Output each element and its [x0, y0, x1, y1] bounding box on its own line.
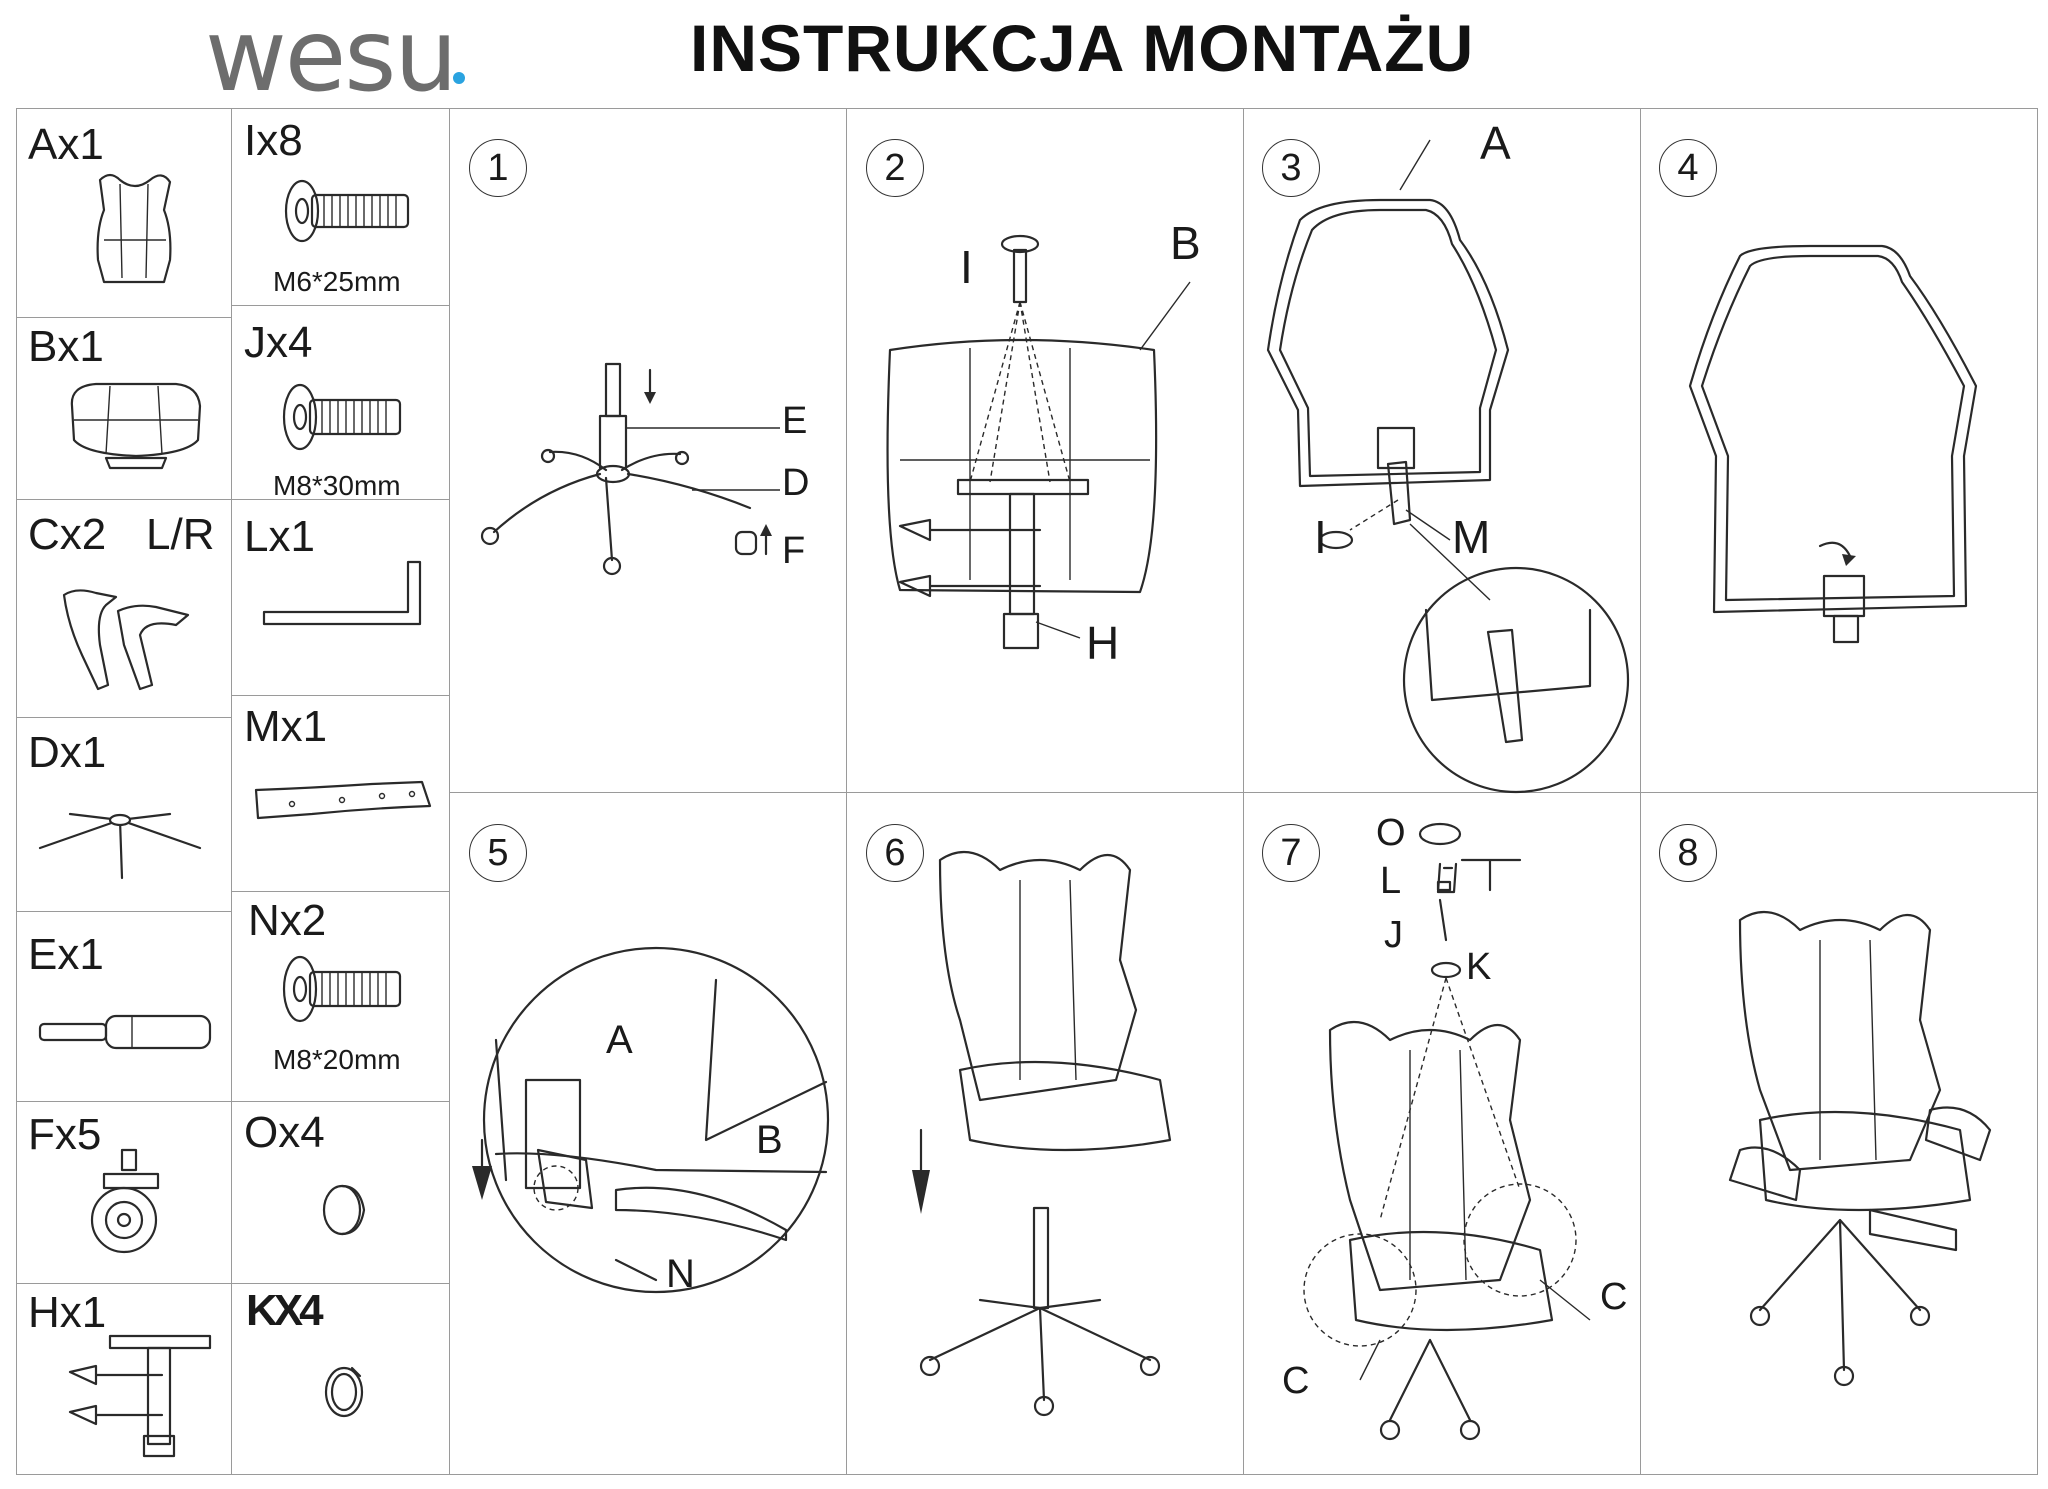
- cap-icon: [322, 1184, 366, 1236]
- part-label-c-side: L/R: [146, 510, 215, 559]
- part-cell-d: [16, 718, 232, 912]
- step-cell-6: [847, 793, 1244, 1475]
- part-label-b: Bx1: [28, 322, 104, 371]
- step-8-finished-chair-illustration: [1728, 910, 1992, 1387]
- step-number-4: 4: [1659, 139, 1717, 197]
- part-label-i: Ix8: [244, 116, 303, 165]
- step-7-label-c-right: C: [1600, 1276, 1628, 1318]
- step-4-backrest-illustration: [1688, 244, 1978, 644]
- part-label-f: Fx5: [28, 1110, 102, 1159]
- step-2-seat-mechanism-illustration: [886, 234, 1191, 650]
- part-label-m: Mx1: [244, 702, 328, 751]
- part-cell-j: [232, 306, 450, 500]
- step-5-label-n: N: [666, 1252, 695, 1296]
- part-cell-k: [232, 1284, 450, 1475]
- step-number-8: 8: [1659, 824, 1717, 882]
- bolt-icon: [284, 179, 410, 243]
- part-spec-j: M8*30mm: [273, 470, 401, 501]
- step-1-label-d: D: [782, 462, 810, 504]
- step-number-6: 6: [866, 824, 924, 882]
- connecting-plate-icon: [254, 780, 432, 820]
- step-3-label-m: M: [1452, 511, 1491, 563]
- gas-lift-icon: [38, 1014, 212, 1050]
- step-cell-3: [1244, 108, 1641, 793]
- part-cell-a: [16, 108, 232, 318]
- tilt-mechanism-icon: [68, 1334, 212, 1458]
- step-number-5: 5: [469, 824, 527, 882]
- page-title: INSTRUKCJA MONTAŻU: [690, 11, 1475, 85]
- armrests-icon: [62, 589, 190, 691]
- part-spec-n: M8*20mm: [273, 1044, 401, 1075]
- part-cell-b: [16, 318, 232, 500]
- step-number-3: 3: [1262, 139, 1320, 197]
- part-label-j: Jx4: [244, 318, 313, 367]
- part-label-h: Hx1: [28, 1288, 107, 1337]
- part-cell-i: [232, 108, 450, 306]
- caster-wheel-icon: [90, 1148, 160, 1254]
- step-1-base-assembly-illustration: [480, 362, 780, 576]
- part-cell-e: [16, 912, 232, 1102]
- step-3-label-a: A: [1480, 117, 1511, 169]
- step-cell-1: [450, 108, 847, 793]
- part-label-k: KX4: [246, 1286, 324, 1335]
- part-cell-l: [232, 500, 450, 696]
- part-label-d: Dx1: [28, 728, 107, 777]
- part-cell-h: [16, 1284, 232, 1475]
- part-label-c: Cx2: [28, 510, 107, 559]
- part-spec-i: M6*25mm: [273, 266, 401, 297]
- step-6-seat-on-base-illustration: [912, 850, 1172, 1417]
- step-7-label-j: J: [1384, 914, 1403, 956]
- step-number-7: 7: [1262, 824, 1320, 882]
- part-cell-o: [232, 1102, 450, 1284]
- part-label-l: Lx1: [244, 512, 315, 561]
- brand-logo-dot: [453, 72, 465, 84]
- step-3-label-i: I: [1314, 511, 1327, 563]
- step-7-armrest-assembly-illustration: [1303, 822, 1591, 1441]
- step-cell-5: [450, 793, 847, 1475]
- step-cell-7: [1244, 793, 1641, 1475]
- step-1-label-f: F: [782, 530, 806, 572]
- step-2-label-i: I: [960, 241, 973, 293]
- step-number-2: 2: [866, 139, 924, 197]
- step-2-label-b: B: [1170, 217, 1201, 269]
- part-cell-m: [232, 696, 450, 892]
- part-label-a: Ax1: [28, 120, 104, 169]
- allen-key-icon: [262, 560, 422, 626]
- step-cell-2: [847, 108, 1244, 793]
- step-number-1: 1: [469, 139, 527, 197]
- step-5-label-b: B: [756, 1118, 783, 1162]
- part-label-n: Nx2: [248, 896, 327, 945]
- step-cell-8: [1641, 793, 2038, 1475]
- step-5-label-a: A: [606, 1018, 633, 1062]
- star-base-icon: [38, 812, 202, 880]
- step-2-label-h: H: [1086, 617, 1120, 669]
- part-cell-f: [16, 1102, 232, 1284]
- step-cell-4: [1641, 108, 2038, 793]
- backrest-icon: [96, 173, 172, 284]
- part-label-e: Ex1: [28, 930, 104, 979]
- part-label-o: Ox4: [244, 1108, 325, 1157]
- bolt-icon: [282, 383, 402, 451]
- step-3-backrest-plate-illustration: [1266, 139, 1630, 794]
- step-7-label-c-left: C: [1282, 1360, 1310, 1402]
- step-7-label-k: K: [1466, 946, 1492, 988]
- step-5-zoomed-bolting-illustration: [472, 946, 830, 1294]
- seat-cushion-icon: [70, 382, 202, 470]
- step-7-label-o: O: [1376, 812, 1406, 854]
- washer-icon: [324, 1366, 364, 1418]
- bolt-icon: [282, 955, 402, 1023]
- part-cell-n: [232, 892, 450, 1102]
- part-cell-c: [16, 500, 232, 718]
- step-1-label-e: E: [782, 400, 808, 442]
- step-7-label-l: L: [1380, 860, 1402, 902]
- brand-logo: wesu: [205, 0, 458, 114]
